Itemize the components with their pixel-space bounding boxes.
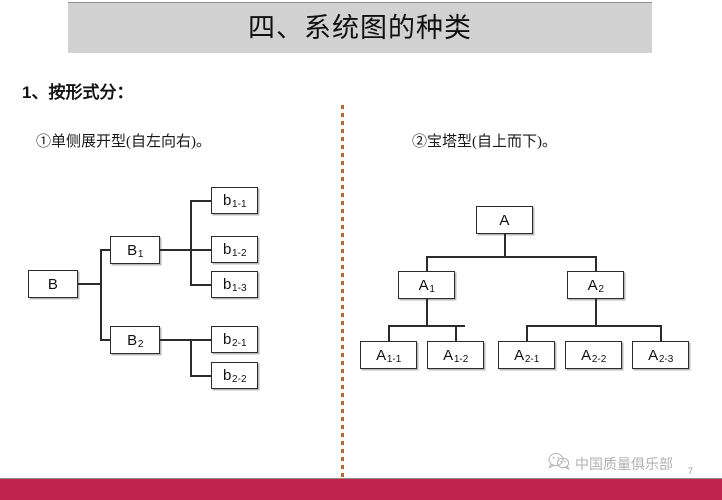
node-label: A — [587, 276, 598, 294]
node-subscript: 2-2 — [591, 353, 607, 365]
node-label: b — [223, 331, 232, 348]
node-b-root: B — [28, 270, 78, 298]
node-label: B — [127, 241, 138, 259]
node-label: B — [47, 275, 59, 293]
node-label: B — [127, 331, 138, 349]
wechat-icon — [548, 452, 570, 475]
connector-b-to-b1 — [100, 249, 112, 251]
title-banner: 四、系统图的种类 — [68, 2, 652, 53]
node-subscript: 1 — [137, 248, 144, 260]
connector-a-to-a1 — [426, 256, 428, 271]
connector-b1-spine — [190, 200, 192, 285]
connector-b1-to-b1-1 — [190, 200, 212, 202]
node-a-root: A — [476, 206, 533, 234]
connector-b2-spine — [190, 339, 192, 377]
node-subscript: 1-2 — [453, 353, 469, 365]
section-heading: 1、按形式分： — [22, 83, 134, 102]
node-subscript: 1-1 — [386, 353, 402, 365]
connector-a-bus — [426, 256, 596, 258]
page-number: 7 — [688, 466, 694, 476]
node-subscript: 1-2 — [232, 248, 247, 259]
connector-b1-to-b1-3 — [190, 284, 212, 286]
vertical-dotted-divider — [341, 105, 344, 490]
node-label: A — [376, 346, 387, 364]
node-label: A — [514, 346, 525, 364]
node-label: A — [443, 346, 454, 364]
page-title: 四、系统图的种类 — [248, 13, 472, 43]
node-label: b — [223, 192, 232, 209]
connector-a2-bus — [526, 325, 661, 327]
node-subscript: 2-1 — [524, 353, 540, 365]
connector-b2-to-b2-1 — [190, 339, 212, 341]
connector-b-to-b2 — [100, 339, 112, 341]
node-label: A — [648, 346, 659, 364]
node-subscript: 2-3 — [658, 353, 674, 365]
connector-b-root-out — [78, 283, 101, 285]
node-label: A — [499, 211, 510, 229]
watermark-label: 中国质量俱乐部 — [575, 455, 673, 472]
watermark: 中国质量俱乐部 — [548, 452, 673, 475]
connector-a2-to-a2-3 — [660, 325, 662, 341]
node-label: A — [581, 346, 592, 364]
node-subscript: 2-1 — [232, 338, 247, 349]
connector-b2-out — [160, 339, 191, 341]
connector-b-spine — [100, 249, 102, 341]
connector-a1-down — [426, 299, 428, 326]
left-diagram-caption: ①单侧展开型(自左向右)。 — [36, 134, 211, 150]
connector-b2-to-b2-2 — [190, 375, 212, 377]
connector-a1-to-a1-2 — [455, 325, 457, 341]
node-subscript: 1-3 — [232, 283, 247, 294]
connector-a-to-a2 — [595, 256, 597, 271]
right-diagram-caption: ②宝塔型(自上而下)。 — [412, 134, 557, 150]
node-label: b — [223, 367, 232, 384]
connector-a1-bus — [388, 325, 465, 327]
node-subscript: 1 — [429, 283, 435, 295]
node-subscript: 1-1 — [232, 199, 247, 210]
connector-a-root-down — [504, 234, 506, 257]
node-subscript: 2-2 — [232, 374, 247, 385]
node-label: b — [223, 241, 232, 258]
connector-a2-down — [595, 299, 597, 326]
node-subscript: 2 — [137, 338, 144, 350]
connector-b1-out — [160, 249, 191, 251]
connector-a1-to-a1-1 — [388, 325, 390, 341]
node-subscript: 2 — [598, 283, 604, 295]
connector-b1-to-b1-2 — [190, 249, 212, 251]
node-label: A — [418, 276, 429, 294]
node-label: b — [223, 276, 232, 293]
connector-a2-to-a2-1 — [526, 325, 528, 341]
footer-bar — [0, 478, 722, 500]
